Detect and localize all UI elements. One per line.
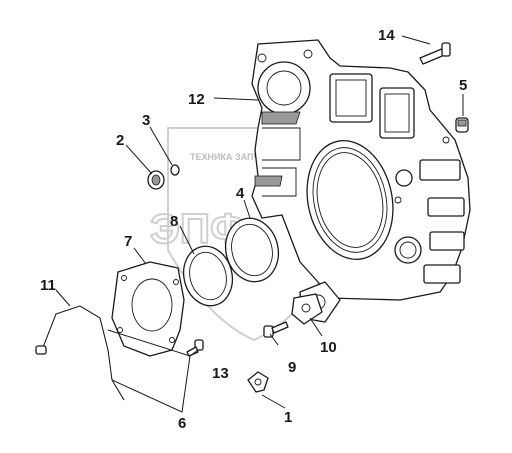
leader-10 bbox=[309, 317, 323, 337]
bolt-14 bbox=[419, 42, 451, 65]
callout-2: 2 bbox=[116, 132, 124, 149]
leader-1 bbox=[261, 394, 286, 409]
leader-2 bbox=[125, 144, 153, 175]
plug-2 bbox=[147, 170, 165, 190]
callout-4: 4 bbox=[236, 185, 245, 202]
flywheel-housing bbox=[251, 39, 471, 323]
callouts: 14 5 12 3 2 4 8 7 11 13 6 9 10 1 bbox=[40, 27, 467, 432]
callout-13: 13 bbox=[212, 365, 229, 382]
o-ring-3 bbox=[170, 164, 180, 176]
callout-5: 5 bbox=[459, 77, 467, 94]
leader-6 bbox=[111, 355, 191, 413]
callout-9: 9 bbox=[288, 359, 296, 376]
leader-7 bbox=[133, 247, 147, 265]
clip-1 bbox=[247, 371, 269, 393]
callout-3: 3 bbox=[142, 112, 150, 129]
plug-5 bbox=[455, 117, 469, 133]
callout-8: 8 bbox=[170, 213, 178, 230]
seal-ring-8 bbox=[182, 245, 234, 307]
callout-1: 1 bbox=[284, 409, 292, 426]
leader-14 bbox=[401, 35, 431, 45]
callout-10: 10 bbox=[320, 339, 337, 356]
callout-11: 11 bbox=[40, 277, 56, 294]
leader-8 bbox=[179, 225, 195, 255]
seal-ring-4 bbox=[224, 217, 280, 283]
leader-12 bbox=[213, 97, 259, 101]
leader-3 bbox=[149, 126, 173, 166]
callout-6: 6 bbox=[178, 415, 186, 432]
leader-9 bbox=[269, 333, 279, 346]
callout-7: 7 bbox=[124, 233, 132, 250]
leader-lines bbox=[55, 35, 464, 413]
callout-12: 12 bbox=[188, 91, 205, 108]
bolt-9 bbox=[263, 321, 289, 338]
bolt-13 bbox=[186, 339, 204, 357]
callout-14: 14 bbox=[378, 27, 395, 44]
cover-plate-7 bbox=[111, 261, 185, 357]
cover-10 bbox=[291, 293, 323, 325]
watermark-subtext: ТЕХНИКА ЗАПЧАСТИ bbox=[190, 152, 284, 162]
tube-11 bbox=[35, 305, 125, 401]
leader-11 bbox=[55, 289, 71, 307]
leader-4 bbox=[243, 199, 251, 219]
